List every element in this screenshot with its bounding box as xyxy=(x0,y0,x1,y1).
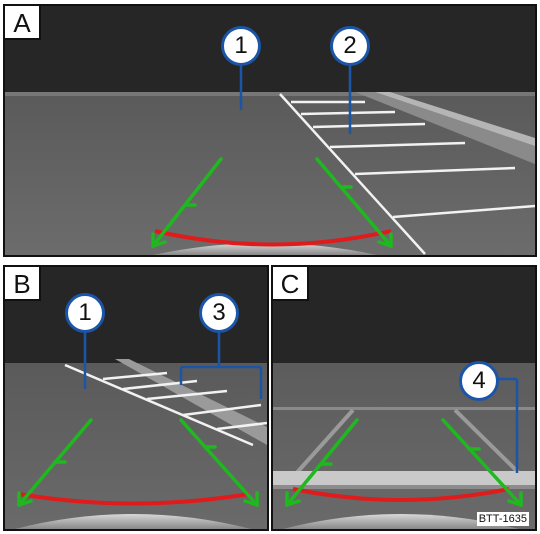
callout-2: 2 xyxy=(330,26,370,66)
panel-c: C 4 BTT-1635 xyxy=(271,265,537,531)
curb xyxy=(355,92,535,164)
parking-bays xyxy=(279,93,535,255)
horizon-band xyxy=(5,92,535,96)
callout-3: 3 xyxy=(199,293,239,333)
panel-b: B 1 3 xyxy=(3,265,269,531)
kerb-shadow xyxy=(273,485,535,489)
back-wall-edge xyxy=(273,407,535,410)
panel-label-c: C xyxy=(273,267,309,301)
panel-label-b: B xyxy=(5,267,41,301)
leader-lines xyxy=(239,62,352,134)
distance-arc xyxy=(154,229,392,247)
figure-code: BTT-1635 xyxy=(476,512,529,526)
panel-b-camera-view xyxy=(5,267,267,529)
bumper xyxy=(15,514,251,529)
parking-lines xyxy=(291,408,525,479)
panel-c-camera-view xyxy=(273,267,535,529)
parking-bays xyxy=(64,363,267,447)
guide-lines xyxy=(151,157,393,248)
callout-1: 1 xyxy=(221,26,261,66)
panel-a: A 1 2 xyxy=(3,4,537,257)
bumper xyxy=(283,514,519,529)
curb xyxy=(115,359,267,445)
leader-lines xyxy=(497,377,519,473)
callout-4: 4 xyxy=(459,361,499,401)
panel-a-camera-view xyxy=(5,6,535,255)
distance-arc xyxy=(18,492,250,506)
leader-lines xyxy=(83,331,263,399)
distance-arc xyxy=(292,487,510,502)
sky xyxy=(5,6,535,94)
callout-1: 1 xyxy=(65,293,105,333)
curb-top xyxy=(375,92,535,146)
bumper xyxy=(153,243,377,255)
wall xyxy=(273,267,535,365)
kerb-stone xyxy=(273,471,535,485)
panel-label-a: A xyxy=(5,6,41,40)
guide-lines xyxy=(17,418,259,507)
guide-lines xyxy=(285,418,523,507)
